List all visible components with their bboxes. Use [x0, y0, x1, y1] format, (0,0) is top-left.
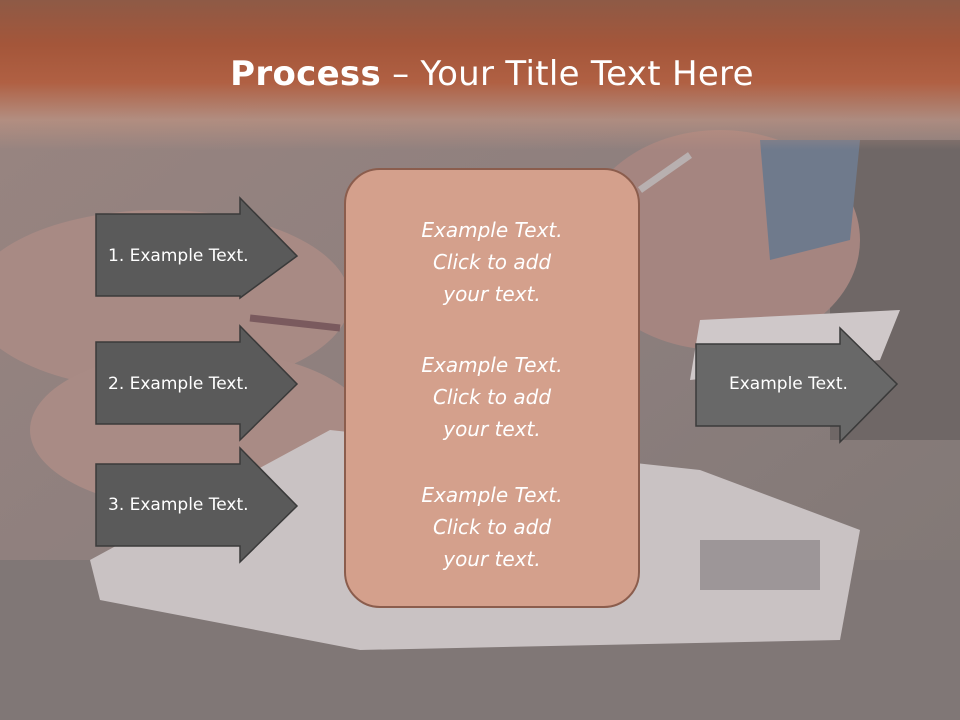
center-text-block-2: Example Text. Click to add your text.: [346, 349, 638, 445]
center-block-3-line-1: Example Text.: [421, 483, 563, 507]
center-text-block-3: Example Text. Click to add your text.: [346, 479, 638, 575]
center-block-2-line-1: Example Text.: [421, 353, 563, 377]
center-block-1-line-3: your text.: [443, 282, 541, 306]
arrow-label-1: 1. Example Text.: [108, 246, 249, 266]
center-text-box[interactable]: Example Text. Click to add your text. Ex…: [344, 168, 640, 608]
center-block-1-line-1: Example Text.: [421, 218, 563, 242]
process-arrow-2[interactable]: [94, 324, 300, 442]
arrow-label-2: 2. Example Text.: [108, 374, 249, 394]
center-block-3-line-3: your text.: [443, 547, 541, 571]
center-block-3-line-2: Click to add: [432, 515, 552, 539]
center-block-2-line-3: your text.: [443, 417, 541, 441]
output-arrow-label: Example Text.: [729, 374, 848, 394]
title-rest: – Your Title Text Here: [381, 54, 754, 94]
slide-title[interactable]: Process – Your Title Text Here: [0, 52, 960, 96]
arrow-label-3: 3. Example Text.: [108, 495, 249, 515]
center-block-1-line-2: Click to add: [432, 250, 552, 274]
header-band: [0, 0, 960, 150]
process-arrow-1[interactable]: [94, 196, 300, 300]
center-block-2-line-2: Click to add: [432, 385, 552, 409]
center-text-block-1: Example Text. Click to add your text.: [346, 214, 638, 310]
output-arrow[interactable]: [694, 326, 900, 444]
process-arrow-3[interactable]: [94, 446, 300, 564]
title-bold: Process: [230, 54, 382, 94]
